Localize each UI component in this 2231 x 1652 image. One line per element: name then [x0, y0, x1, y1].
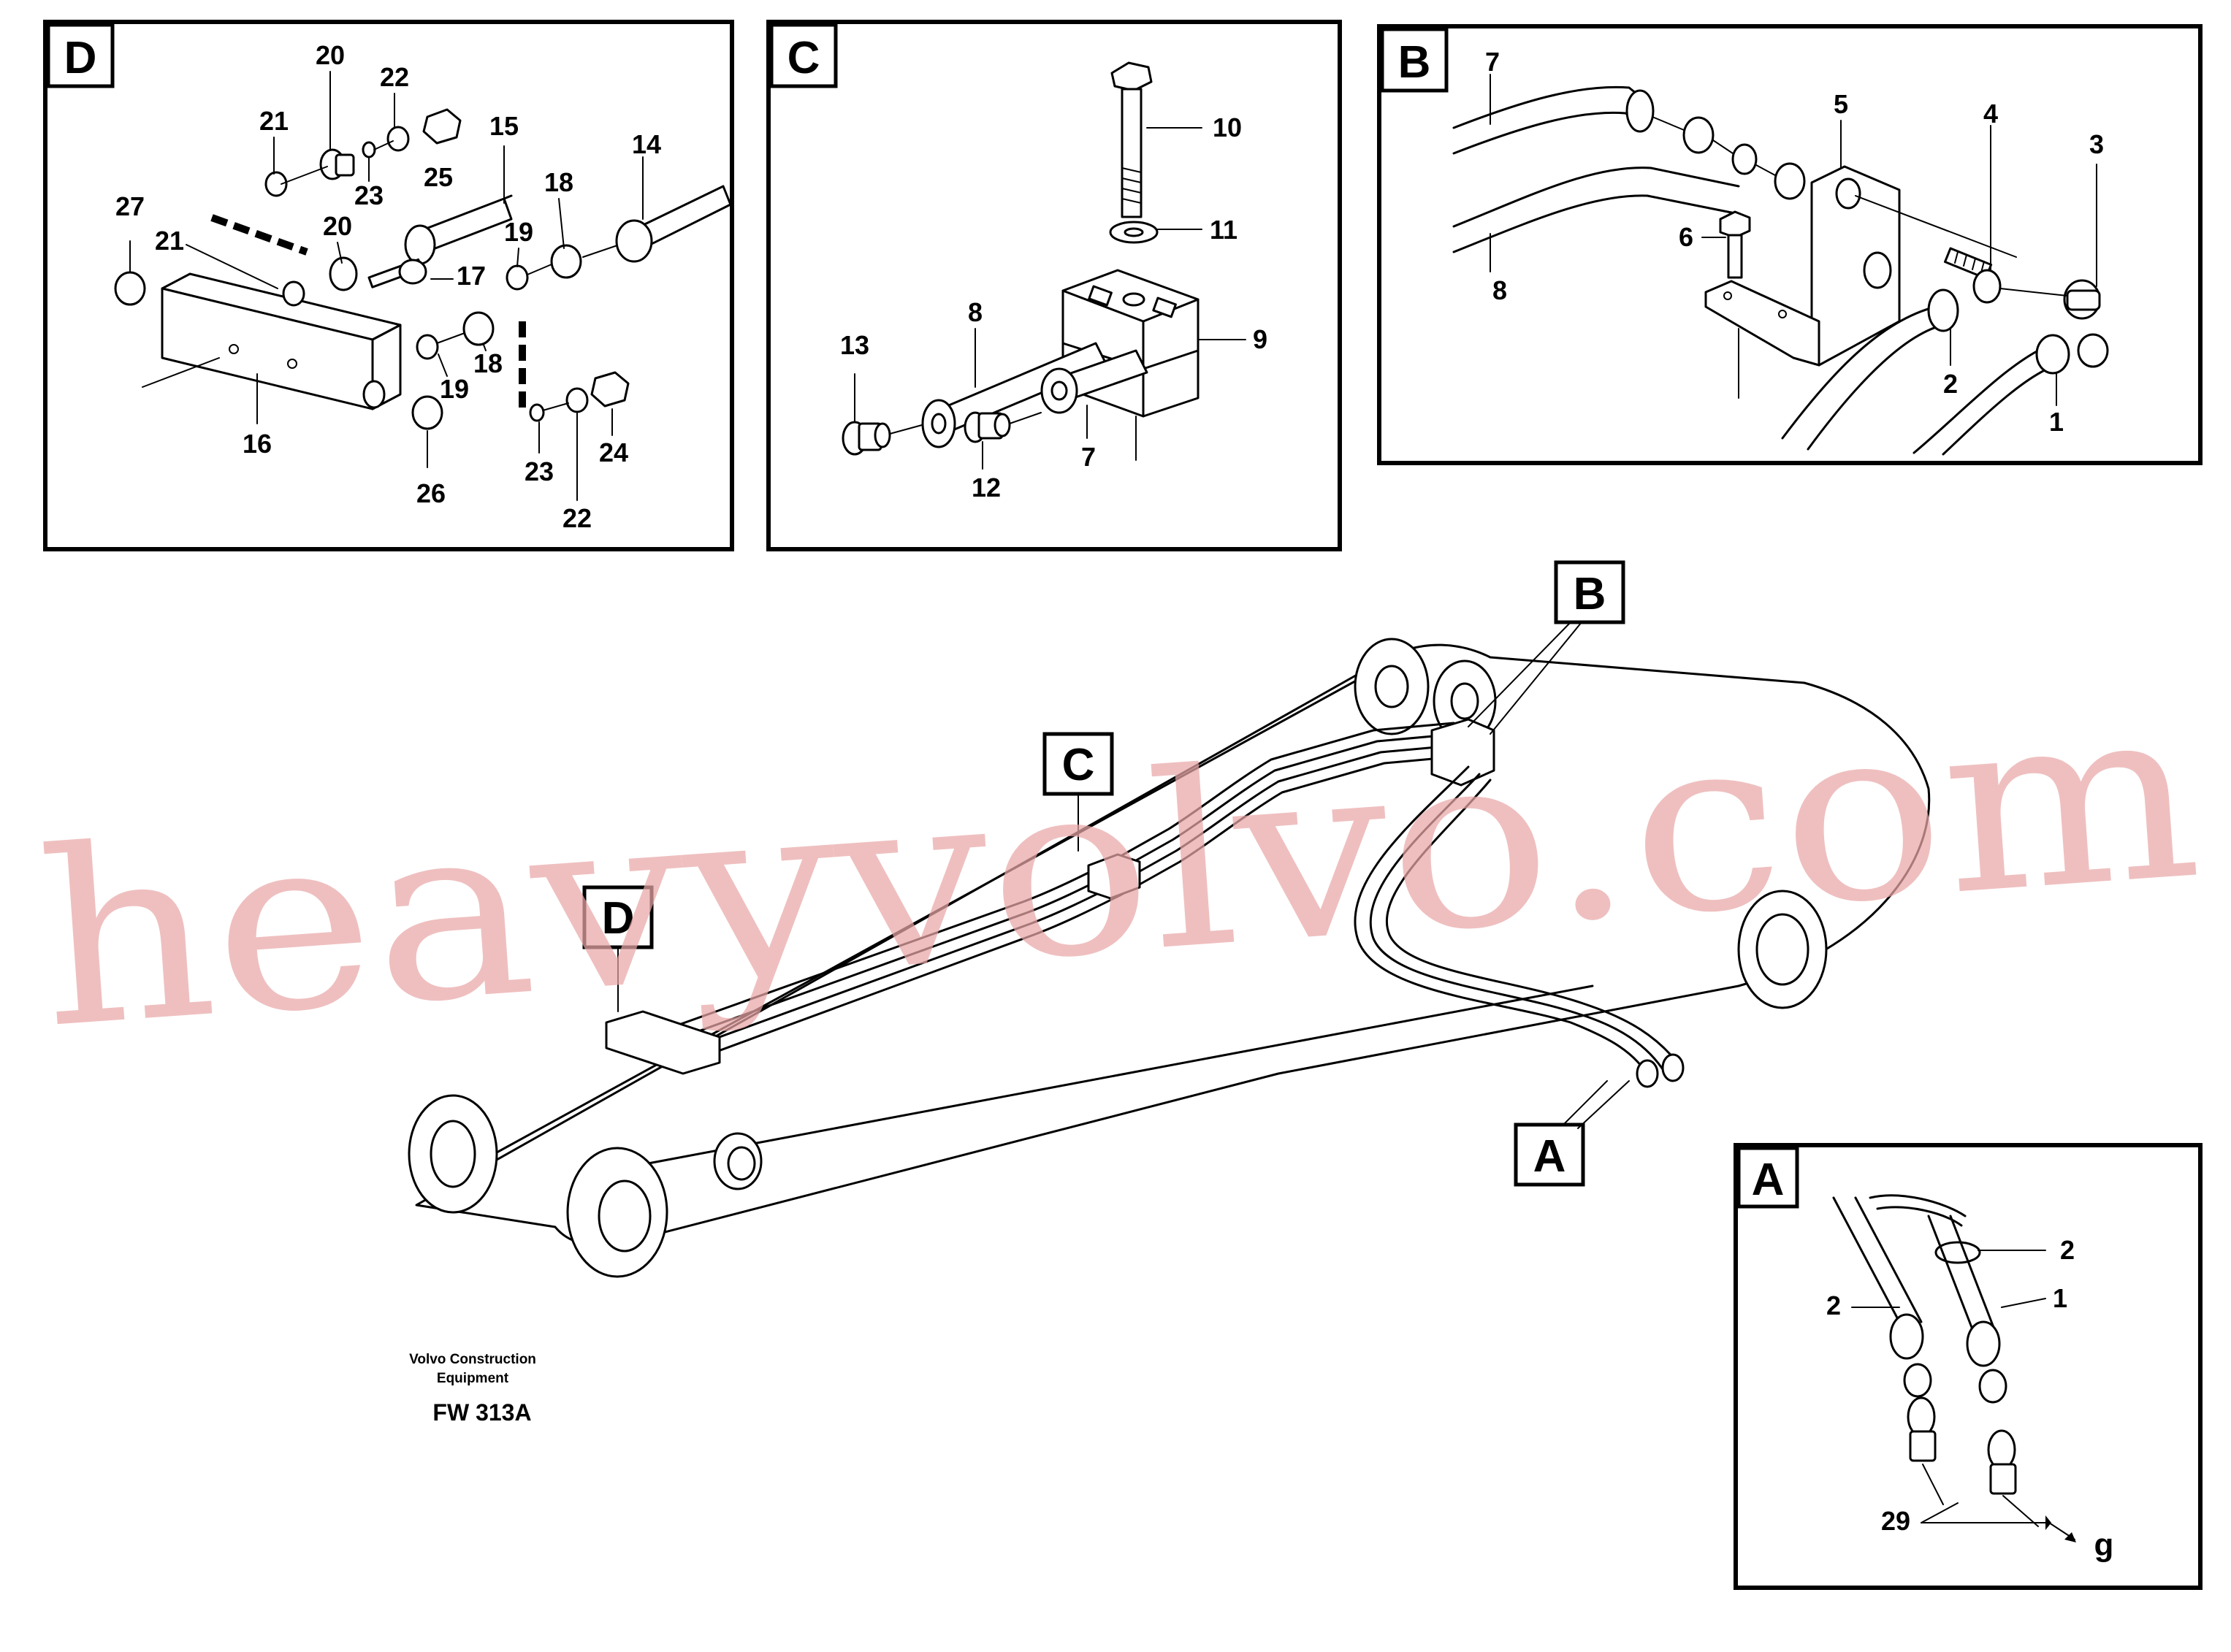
label-c-7: 7 [1081, 442, 1096, 472]
svg-text:B: B [1574, 569, 1606, 619]
label-c-9: 9 [1253, 324, 1267, 354]
callout-a: A [1514, 1080, 1630, 1187]
credit-line-1: Volvo Construction [409, 1352, 536, 1367]
panel-d-tag-box [46, 23, 115, 88]
label-d-23a: 23 [354, 180, 384, 210]
panel-c-tag-box [769, 23, 838, 88]
label-b-6: 6 [1679, 222, 1693, 252]
label-b-5: 5 [1834, 89, 1848, 119]
label-b-1: 1 [2049, 407, 2064, 437]
drawing-code: FW 313A [432, 1399, 531, 1426]
label-d-27: 27 [115, 191, 145, 221]
panel-c-tag: C [787, 33, 820, 83]
label-b-2: 2 [1943, 369, 1958, 399]
panel-d-tag: D [64, 33, 97, 83]
label-d-21a: 21 [259, 106, 289, 136]
panel-c: C [766, 20, 1342, 551]
panel-b-frame [1377, 24, 2203, 465]
svg-text:D: D [602, 893, 635, 944]
panel-b-tag: B [1398, 37, 1431, 88]
label-b-4: 4 [1983, 99, 1998, 129]
label-a-29: 29 [1881, 1506, 1910, 1536]
label-d-22b: 22 [562, 503, 592, 533]
panel-b-tag-box [1380, 27, 1449, 93]
callout-c: C [1042, 732, 1114, 852]
label-d-20a: 20 [316, 40, 345, 70]
label-d-24: 24 [599, 437, 628, 467]
label-d-15: 15 [489, 111, 519, 141]
panel-d-frame [43, 20, 734, 551]
label-d-18a: 18 [544, 167, 573, 197]
credit-line-2: Equipment [437, 1371, 509, 1386]
label-a-2-left: 2 [1826, 1290, 1841, 1320]
label-d-23b: 23 [525, 456, 554, 486]
panel-a-tag: A [1752, 1155, 1785, 1205]
label-d-17: 17 [457, 261, 486, 291]
svg-text:A: A [1533, 1131, 1566, 1182]
panel-c-frame [766, 20, 1342, 551]
label-d-14: 14 [632, 129, 661, 159]
label-d-22a: 22 [380, 62, 409, 92]
label-d-18b: 18 [473, 348, 503, 378]
label-d-25: 25 [424, 162, 453, 192]
label-b-7: 7 [1485, 47, 1500, 77]
panel-a-frame [1734, 1143, 2203, 1590]
label-a-2-top: 2 [2060, 1235, 2075, 1265]
label-a-1: 1 [2053, 1283, 2067, 1313]
label-b-3: 3 [2089, 129, 2104, 159]
callout-b: B [1468, 560, 1625, 735]
label-c-13: 13 [840, 330, 869, 360]
panel-b: B [1377, 24, 2203, 465]
label-d-20b: 20 [323, 211, 352, 241]
svg-text:C: C [1062, 740, 1095, 790]
label-d-21b: 21 [155, 226, 184, 256]
manifold-block [161, 272, 402, 410]
label-d-19b: 19 [440, 374, 469, 404]
label-b-8: 8 [1492, 275, 1507, 305]
label-d-26: 26 [416, 478, 446, 508]
label-d-19a: 19 [504, 217, 533, 247]
label-a-g: g [2094, 1527, 2114, 1563]
callout-d: D [582, 885, 654, 1012]
fitting-27 [114, 271, 146, 306]
label-c-8: 8 [968, 297, 983, 327]
panel-a-tag-box [1736, 1146, 1799, 1209]
label-c-12: 12 [972, 473, 1001, 502]
label-c-11: 11 [1210, 215, 1237, 245]
panel-a: A 2 2 1 29 g [1734, 1143, 2203, 1590]
boom-assembly [408, 638, 1931, 1278]
label-d-16: 16 [243, 429, 272, 459]
panel-d: D [43, 20, 734, 551]
label-c-10: 10 [1213, 112, 1242, 142]
fitting-26 [411, 395, 443, 430]
